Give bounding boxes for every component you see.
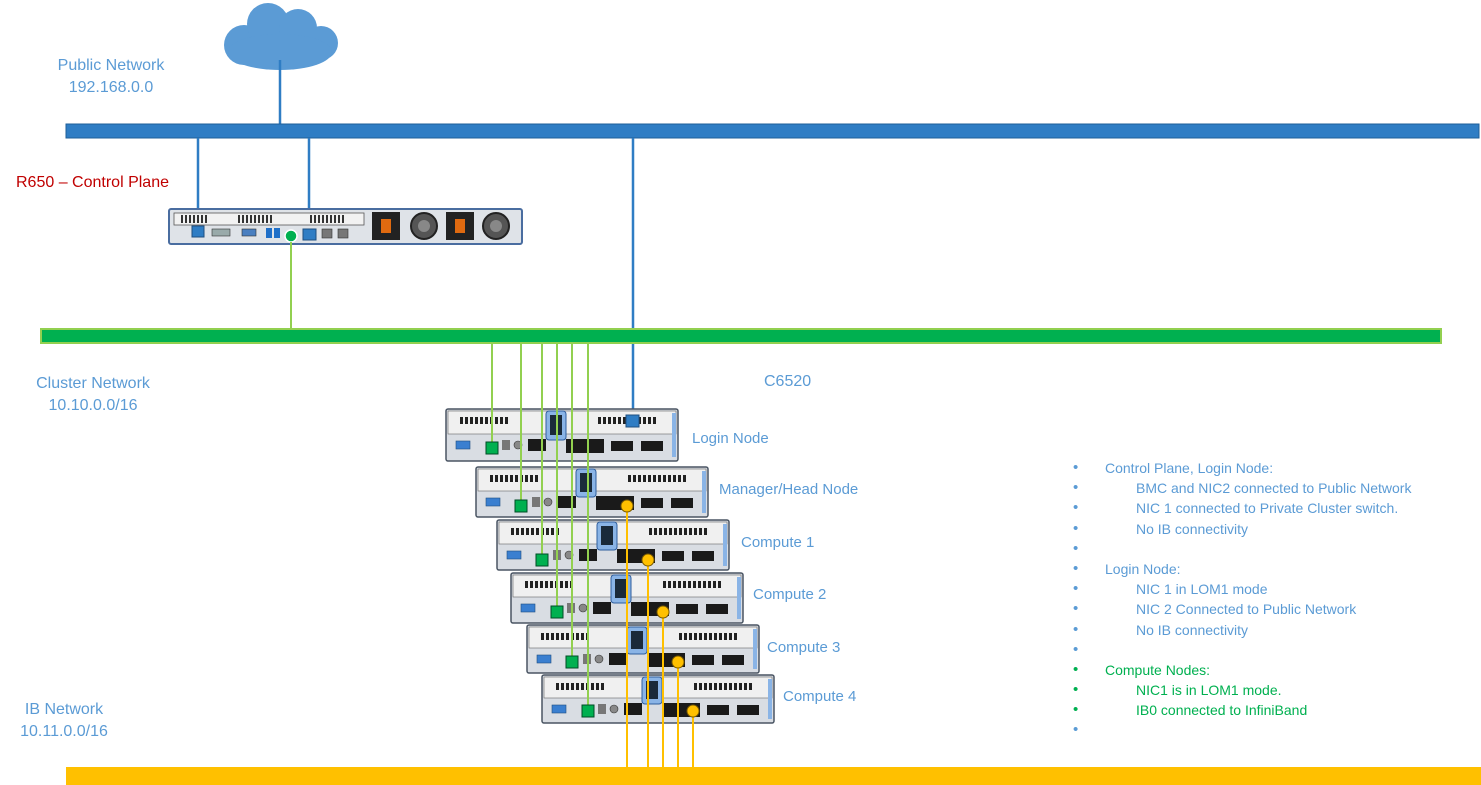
cluster-network-ip: 10.10.0.0/16 [48,397,138,414]
note-item: Login Node: [1068,559,1411,579]
notes-list: Control Plane, Login Node:BMC and NIC2 c… [1068,458,1411,741]
nic1-port-3 [550,605,564,619]
node-label-compute-2: Compute 2 [753,586,827,603]
cluster-network-label: Cluster Network 10.10.0.0/16 [26,375,160,415]
note-item: Control Plane, Login Node: [1068,458,1411,478]
r650-server [168,208,523,245]
internet-cloud-icon [224,3,338,70]
node-label-login: Login Node [692,430,769,447]
chassis-label: C6520 [764,373,812,390]
note-item [1068,539,1411,559]
nic1-port-4 [565,655,579,669]
server-sled-0 [445,408,679,462]
note-item [1068,640,1411,660]
public-network-ip: 192.168.0.0 [68,79,154,96]
cluster-network-bar [40,328,1442,344]
node-label-compute-3: Compute 3 [767,639,841,656]
nic1-port-5 [581,704,595,718]
note-item: No IB connectivity [1068,519,1411,539]
node-label-manager: Manager/Head Node [719,481,859,498]
ib-network-label: IB Network 10.11.0.0/16 [8,701,120,741]
server-sled-1 [475,466,709,518]
cluster-network-name: Cluster Network [36,375,150,392]
server-sled-4 [526,624,760,674]
note-item: No IB connectivity [1068,620,1411,640]
node-label-compute-4: Compute 4 [783,688,857,705]
server-sled-2 [496,519,730,571]
note-item: Compute Nodes: [1068,660,1411,680]
ib0-port-3 [671,655,685,669]
login-nic2-port [625,414,640,428]
nic1-port-1 [514,499,528,513]
ib-network-bar [66,767,1481,785]
ib-network-ip: 10.11.0.0/16 [20,723,108,740]
nic1-port-0 [485,441,499,455]
ib0-port-1 [641,553,655,567]
note-item: IB0 connected to InfiniBand [1068,700,1411,720]
server-sled-5 [541,674,775,724]
control-plane-label: R650 – Control Plane [16,174,169,191]
note-item [1068,720,1411,740]
note-item: NIC 1 in LOM1 mode [1068,579,1411,599]
note-item: NIC1 is in LOM1 mode. [1068,680,1411,700]
ib-network-name: IB Network [24,701,104,718]
note-item: BMC and NIC2 connected to Public Network [1068,478,1411,498]
note-item: NIC 2 Connected to Public Network [1068,599,1411,619]
public-network-bar [65,123,1480,139]
nic1-port-2 [535,553,549,567]
node-label-compute-1: Compute 1 [741,534,815,551]
ib0-port-0 [620,499,634,513]
ib0-port-2 [656,605,670,619]
ib0-port-4 [686,704,700,718]
public-network-name: Public Network [57,57,165,74]
note-item: NIC 1 connected to Private Cluster switc… [1068,498,1411,518]
node-links [485,343,700,767]
c6520-chassis [445,408,775,724]
public-network-label: Public Network 192.168.0.0 [47,57,175,97]
